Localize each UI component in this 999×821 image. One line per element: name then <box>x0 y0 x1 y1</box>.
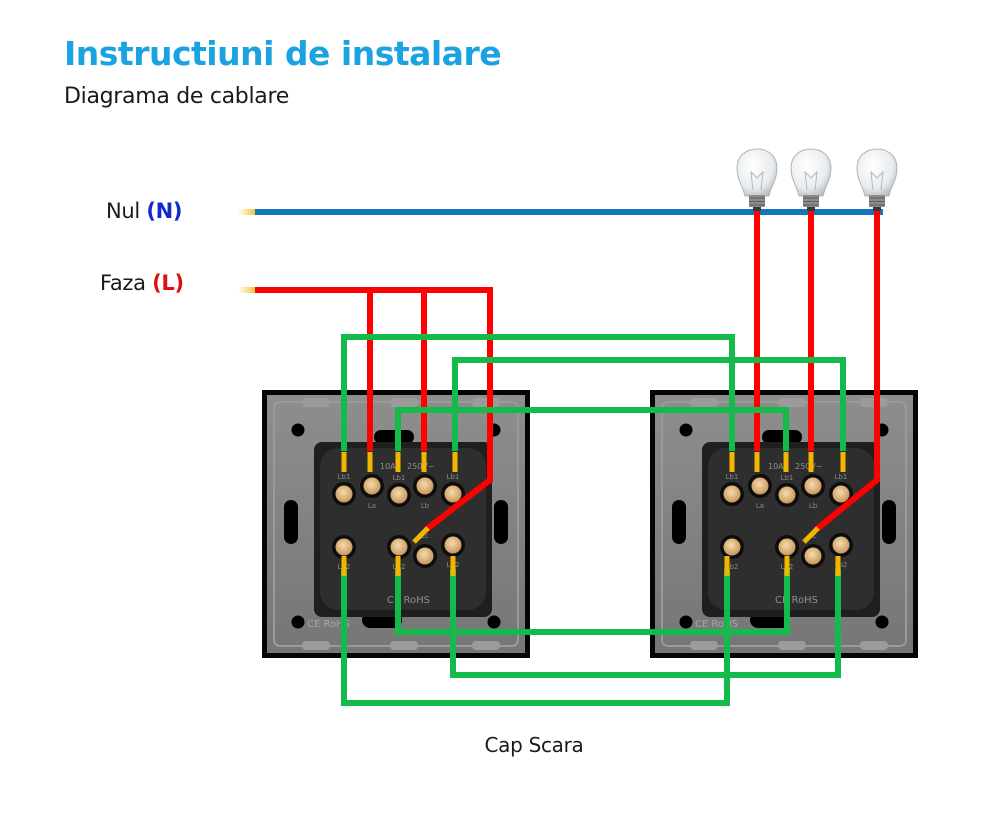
terminal-screw <box>778 538 796 556</box>
bulb-filament <box>804 170 818 191</box>
bulb-glass <box>856 148 898 197</box>
plate-tab <box>860 641 888 650</box>
terminal-label: Lb1 <box>338 473 351 481</box>
traveler-bottom-inner <box>395 569 790 635</box>
wires-layer <box>238 209 883 706</box>
module-marking: CE RoHS <box>775 595 818 606</box>
mounting-slot <box>284 500 298 544</box>
terminal-screw <box>778 486 796 504</box>
terminal-screw <box>751 477 769 495</box>
traveler-bottom-outer <box>341 569 730 706</box>
terminal-screw <box>335 485 353 503</box>
traveler-top-inner <box>395 407 789 451</box>
mounting-hole <box>875 615 889 629</box>
bulb-filament <box>750 170 764 191</box>
plate-tab <box>690 398 718 407</box>
plate-tab <box>390 398 418 407</box>
bulb-glass <box>790 148 832 197</box>
mounting-slot <box>882 500 896 544</box>
terminal-screw <box>390 538 408 556</box>
terminal-label: Lc <box>421 532 429 540</box>
terminal-screw <box>832 536 850 554</box>
terminal-screw <box>804 547 822 565</box>
page-title: Instructiuni de instalare <box>64 34 502 73</box>
mounting-hole <box>679 423 693 437</box>
traveler-bottom-middle <box>450 569 841 678</box>
terminal-label: Lb1 <box>781 474 794 482</box>
terminal-label: La <box>368 502 376 510</box>
plate-tab <box>302 398 330 407</box>
traveler-top-middle <box>452 357 846 451</box>
neutral-label: Nul (N) <box>106 199 183 223</box>
mounting-hole <box>487 615 501 629</box>
diagram-caption: Cap Scara <box>484 733 584 757</box>
terminal-wire-tip <box>802 526 820 544</box>
terminal-screw <box>723 538 741 556</box>
mounting-hole <box>291 423 305 437</box>
mounting-slot <box>494 500 508 544</box>
terminal-label: Lb1 <box>447 473 460 481</box>
terminal-label: Lb2 <box>835 561 848 569</box>
page-subtitle: Diagrama de cablare <box>64 84 289 109</box>
plate-tab <box>778 398 806 407</box>
phase-label: Faza (L) <box>100 271 184 295</box>
plate-tab <box>690 641 718 650</box>
neutral-lead-tip <box>238 209 260 215</box>
terminal-screw <box>416 477 434 495</box>
neutral-label-text: Nul <box>106 199 140 223</box>
rating-current: 10A <box>768 462 784 471</box>
bulb-3 <box>856 148 898 211</box>
bulb-contact <box>807 207 815 211</box>
bulb-contact <box>873 207 881 211</box>
terminal-label: Lb <box>421 502 430 510</box>
terminal-label: Lb2 <box>726 563 739 571</box>
traveler-top-outer <box>341 334 735 451</box>
terminal-screw <box>390 486 408 504</box>
mounting-slot <box>374 430 414 444</box>
terminal-label: La <box>756 502 764 510</box>
terminal-screw <box>416 547 434 565</box>
terminal-label: Lb1 <box>835 473 848 481</box>
mounting-slot <box>672 500 686 544</box>
lamps-layer <box>736 148 898 211</box>
terminal-screw <box>363 477 381 495</box>
bulb-1 <box>736 148 778 211</box>
plate-tab <box>302 641 330 650</box>
phase-wire-lc <box>255 287 493 533</box>
terminal-label: Lb1 <box>726 473 739 481</box>
terminal-screw <box>723 485 741 503</box>
terminal-label: Lb1 <box>393 474 406 482</box>
mounting-hole <box>679 615 693 629</box>
rating-voltage: 250V~ <box>407 462 434 471</box>
terminal-screw <box>444 485 462 503</box>
terminal-screw <box>444 536 462 554</box>
terminal-screw <box>804 477 822 495</box>
mounting-hole <box>291 615 305 629</box>
mounting-slot <box>762 430 802 444</box>
plate-tab <box>472 398 500 407</box>
rating-current: 10A <box>380 462 396 471</box>
bulb-glass <box>736 148 778 197</box>
plate-tab <box>472 641 500 650</box>
plate-tab <box>778 641 806 650</box>
terminal-screw <box>335 538 353 556</box>
module-marking: CE RoHS <box>387 595 430 606</box>
phase-label-text: Faza <box>100 271 146 295</box>
terminal-wire-tip <box>412 526 430 544</box>
bulb-filament <box>870 170 884 191</box>
terminal-label: Lb <box>809 502 818 510</box>
plate-marking: CE RoHS <box>695 619 738 630</box>
phase-code: (L) <box>152 271 184 295</box>
neutral-code: (N) <box>146 199 183 223</box>
terminal-screw <box>832 485 850 503</box>
phase-lead-tip <box>238 287 260 293</box>
plate-marking: CE RoHS <box>307 619 350 630</box>
bulb-contact <box>753 207 761 211</box>
lamp-3-feed-wire <box>813 209 880 533</box>
plate-tab <box>390 641 418 650</box>
bulb-2 <box>790 148 832 211</box>
